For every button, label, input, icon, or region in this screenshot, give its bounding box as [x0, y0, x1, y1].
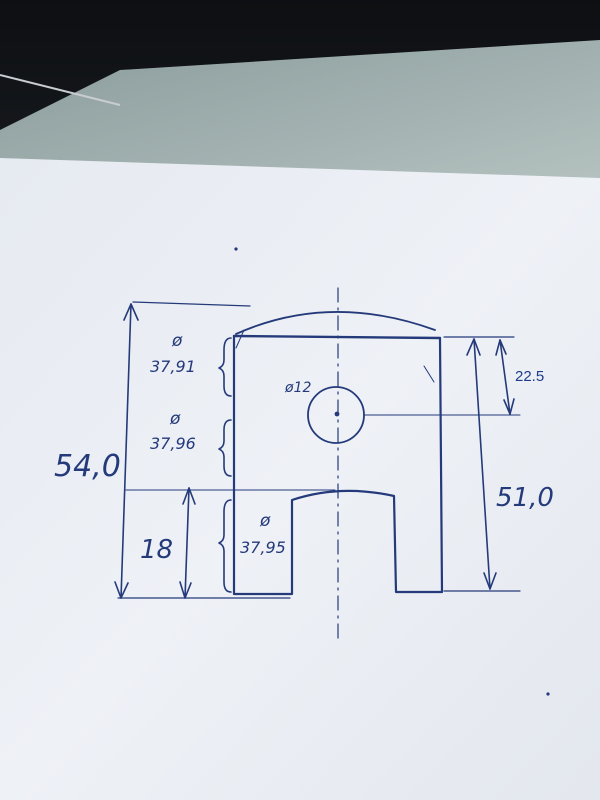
hole-diameter-label: ø12 — [284, 380, 311, 396]
diameter-label-middle: ø 37,96 — [150, 409, 196, 453]
diameter-symbol: ø — [171, 331, 183, 351]
paper-sheet — [0, 158, 600, 800]
diameter-label-bottom: ø 37,95 — [240, 511, 286, 557]
desk-cable — [0, 74, 121, 106]
diameter-symbol: ø — [169, 409, 181, 429]
body-height-dimension — [443, 336, 521, 592]
diameter-value: 37,91 — [150, 357, 196, 376]
diameter-value: 37,95 — [240, 538, 286, 557]
ink-dot — [546, 692, 550, 696]
part-outline — [232, 311, 444, 596]
diameter-label-top: ø 37,91 — [150, 331, 196, 376]
ink-dot — [234, 247, 238, 251]
diameter-braces — [218, 337, 232, 593]
overall-height-dimension — [114, 301, 291, 599]
hole-offset-label: 22.5 — [515, 368, 544, 385]
diameter-value: 37,96 — [150, 434, 196, 453]
hole-offset-dimension — [363, 339, 521, 416]
bottom-height-label: 18 — [140, 535, 173, 565]
bottom-height-dimension — [179, 487, 196, 599]
desk-surface — [0, 40, 600, 200]
diameter-symbol: ø — [259, 511, 271, 531]
body-height-label: 51,0 — [496, 483, 554, 513]
overall-height-label: 54,0 — [54, 449, 121, 484]
